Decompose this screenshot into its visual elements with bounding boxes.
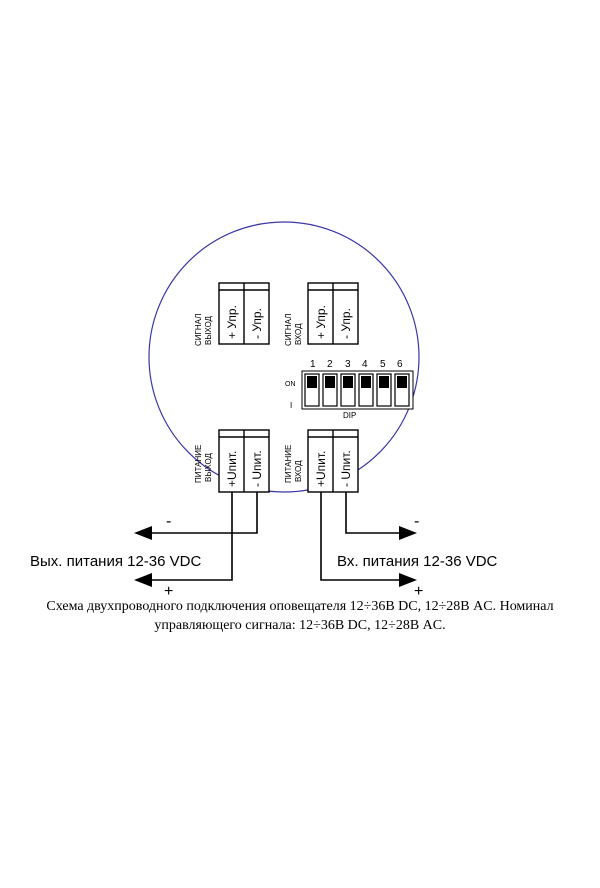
signal-out-side-label-1: СИГНАЛ (194, 314, 203, 346)
power-in-plus-arrowhead (399, 573, 417, 587)
signal-out-terminal-plus: + Упр. (225, 305, 239, 339)
power-out-terminal-minus: - Uпит. (250, 450, 264, 487)
power-out-side-label-1: ПИТАНИЕ (194, 445, 203, 483)
dip-number-1: 1 (310, 359, 316, 370)
power-out-plus-arrowhead (134, 573, 152, 587)
signal-in-side-label-2: ВХОД (294, 323, 303, 345)
dip-caption: DIP (343, 411, 356, 420)
power-in-minus-sign: - (414, 513, 419, 530)
dip-on-label: ON (285, 381, 296, 388)
signal-in-terminal-minus: - Упр. (339, 308, 353, 339)
dip-switch-2 (322, 373, 338, 407)
power-out-minus-arrowhead (134, 526, 152, 540)
signal-in-side-label-1: СИГНАЛ (284, 314, 293, 346)
signal-out-side-label-2: ВЫХОД (204, 315, 213, 345)
signal-out-terminal-minus: - Упр. (250, 308, 264, 339)
power-in-minus-wire (345, 492, 400, 534)
power-in-plus-sign: + (414, 583, 423, 600)
dip-switch-5 (376, 373, 392, 407)
dip-switch-1 (304, 373, 320, 407)
signal-in-terminal-plus: + Упр. (314, 305, 328, 339)
dip-number-5: 5 (380, 359, 386, 370)
power-in-wires (320, 492, 400, 581)
power-out-minus-wire (150, 492, 258, 534)
dip-off-label: I (290, 401, 292, 410)
power-in-side-label-2: ВХОД (294, 460, 303, 482)
dip-switch-6 (394, 373, 410, 407)
housing-circle (148, 221, 420, 493)
dip-number-6: 6 (397, 359, 403, 370)
power-out-label: Вых. питания 12-36 VDC (30, 553, 201, 570)
caption-line-1: Схема двухпроводного подключения оповеща… (46, 599, 554, 614)
signal-out-block: СИГНАЛ ВЫХОД + Упр. - Упр. (194, 282, 270, 346)
power-out-wires (150, 492, 258, 581)
power-in-block: ПИТАНИЕ ВХОД +Uпит. - Uпит. (284, 429, 359, 493)
power-out-block: ПИТАНИЕ ВЫХОД +Uпит. - Uпит. (194, 429, 270, 493)
dip-switch: 1 2 3 4 5 6 ON I DI (285, 359, 414, 420)
power-out-plus-sign: + (164, 583, 173, 600)
power-in-plus-wire (320, 492, 400, 581)
power-out-terminal-plus: +Uпит. (225, 451, 239, 487)
dip-switch-4 (358, 373, 374, 407)
caption-line-2: управляющего сигнала: 12÷36В DC, 12÷28В … (154, 618, 446, 633)
dip-switch-3 (340, 373, 356, 407)
power-in-minus-arrowhead (399, 526, 417, 540)
power-in-label: Вх. питания 12-36 VDC (337, 553, 498, 570)
power-out-side-label-2: ВЫХОД (204, 452, 213, 482)
power-in-terminal-plus: +Uпит. (314, 451, 328, 487)
power-in-side-label-1: ПИТАНИЕ (284, 445, 293, 483)
power-out-minus-sign: - (166, 513, 171, 530)
dip-number-4: 4 (362, 359, 368, 370)
dip-number-2: 2 (327, 359, 333, 370)
dip-number-3: 3 (345, 359, 351, 370)
signal-in-block: СИГНАЛ ВХОД + Упр. - Упр. (284, 282, 359, 346)
power-out-plus-wire (150, 492, 233, 581)
diagram-caption: Схема двухпроводного подключения оповеща… (0, 597, 600, 635)
power-in-terminal-minus: - Uпит. (339, 450, 353, 487)
